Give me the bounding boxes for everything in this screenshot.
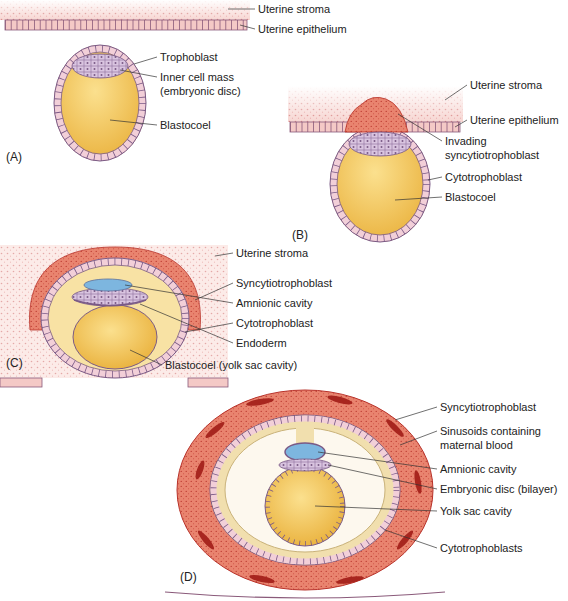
- uterine-stroma: [0, 0, 250, 20]
- leader-line: [445, 85, 467, 100]
- cytotrophoblasts: [214, 419, 397, 562]
- part-label: Amnionic cavity: [440, 462, 516, 476]
- embryonic-disc: [279, 459, 331, 471]
- yolk-sac: [265, 466, 345, 546]
- leader-line: [134, 57, 157, 64]
- yolk-sac-cells: [268, 469, 343, 544]
- leader-line: [120, 70, 157, 77]
- part-label: Syncytiotrophoblast: [236, 276, 332, 290]
- cytotrophoblast-layer: [210, 415, 400, 565]
- part-label: Yolk sac cavity: [440, 504, 512, 518]
- part-label: Syncytiotrophoblast: [440, 400, 536, 414]
- stroma-stipple: [0, 0, 250, 20]
- part-label: Cytotrophoblasts: [440, 541, 523, 555]
- part-label: Embryonic disc (bilayer): [440, 482, 566, 496]
- maternal-sinusoid: [413, 470, 423, 495]
- part-label: Blastocoel (yolk sac cavity): [165, 358, 297, 372]
- maternal-sinusoid: [327, 394, 354, 407]
- leader-line: [398, 114, 442, 141]
- part-label: Invading syncytiotrophoblast: [445, 134, 555, 162]
- leader-line: [315, 506, 437, 511]
- inner-cell-mass: [349, 132, 411, 156]
- amnionic-cavity: [84, 279, 132, 291]
- panel-letter: (A): [6, 150, 22, 164]
- yolk-sac: [73, 305, 157, 369]
- trophoblast-inner: [61, 52, 139, 154]
- cytotrophoblast-cells: [214, 419, 397, 562]
- uterine-epithelium: [0, 378, 42, 387]
- blastocoel: [330, 126, 430, 242]
- maternal-sinusoid: [194, 460, 206, 481]
- part-label: Trophoblast: [160, 50, 218, 64]
- part-label: Blastocoel: [445, 190, 496, 204]
- leader-line: [455, 120, 467, 127]
- part-label: Cytotrophoblast: [236, 316, 313, 330]
- yolk-sac-outline: [265, 466, 345, 546]
- panel-letter: (B): [292, 228, 308, 242]
- leader-line: [428, 177, 442, 180]
- panel-letter: (C): [6, 356, 23, 370]
- cytotrophoblast-outline: [330, 126, 430, 242]
- part-label: Amnionic cavity: [236, 296, 312, 310]
- panel-letter: (D): [180, 570, 197, 584]
- cytotrophoblast: [334, 130, 427, 239]
- cytotrophoblast-cells: [45, 262, 186, 375]
- part-label: Endoderm: [236, 336, 287, 350]
- maternal-sinusoid: [384, 417, 405, 438]
- epithelium-cells: [5, 20, 247, 30]
- leader-line: [110, 120, 157, 125]
- cytotrophoblast-cells: [334, 130, 427, 239]
- uterine-epithelium: [165, 592, 445, 598]
- leader-line: [328, 465, 437, 489]
- part-label: Cytotrophoblast: [445, 170, 522, 184]
- maternal-sinusoid: [336, 575, 365, 586]
- part-label: Inner cell mass (embryonic disc): [160, 70, 260, 98]
- leader-line: [385, 530, 437, 548]
- maternal-sinusoid: [204, 420, 226, 440]
- chorionic-cavity: [225, 428, 385, 552]
- part-label: Uterine stroma: [470, 78, 542, 92]
- endoderm-layer: [74, 300, 146, 306]
- leader-line: [228, 9, 255, 10]
- leader-line: [140, 304, 233, 343]
- leader-line: [240, 25, 255, 29]
- uterine-epithelium: [188, 378, 228, 387]
- cytotrophoblast: [45, 262, 186, 375]
- blastocoel: [54, 45, 146, 161]
- leader-line: [215, 253, 233, 256]
- leader-line: [400, 431, 437, 445]
- part-label: Uterine epithelium: [258, 22, 347, 36]
- inner-cell-mass: [72, 54, 128, 78]
- leader-line: [185, 323, 233, 332]
- uterine-stroma: [0, 245, 228, 378]
- syncytiotrophoblast: [177, 390, 433, 590]
- cytotrophoblast-inner: [48, 265, 182, 371]
- maternal-sinusoid: [246, 397, 275, 408]
- trophoblast-cells: [58, 49, 143, 158]
- cytotrophoblast-inner: [337, 133, 423, 235]
- maternal-sinusoid: [196, 529, 216, 551]
- part-label: Blastocoel: [160, 118, 211, 132]
- part-label: Uterine stroma: [236, 246, 308, 260]
- part-label: Uterine epithelium: [470, 113, 559, 127]
- trophoblast-outline: [54, 45, 146, 161]
- leader-line: [395, 407, 437, 420]
- maternal-sinusoid: [249, 573, 276, 584]
- part-label: Sinusoids containing maternal blood: [440, 424, 560, 452]
- maternal-sinusoid: [395, 529, 415, 551]
- stroma-stipple: [0, 245, 228, 378]
- leader-line: [130, 350, 162, 365]
- leader-line: [125, 285, 233, 303]
- part-label: Uterine stroma: [258, 2, 330, 16]
- leader-line: [395, 197, 442, 200]
- uterine-epithelium: [5, 20, 247, 30]
- trophoblast: [58, 49, 143, 158]
